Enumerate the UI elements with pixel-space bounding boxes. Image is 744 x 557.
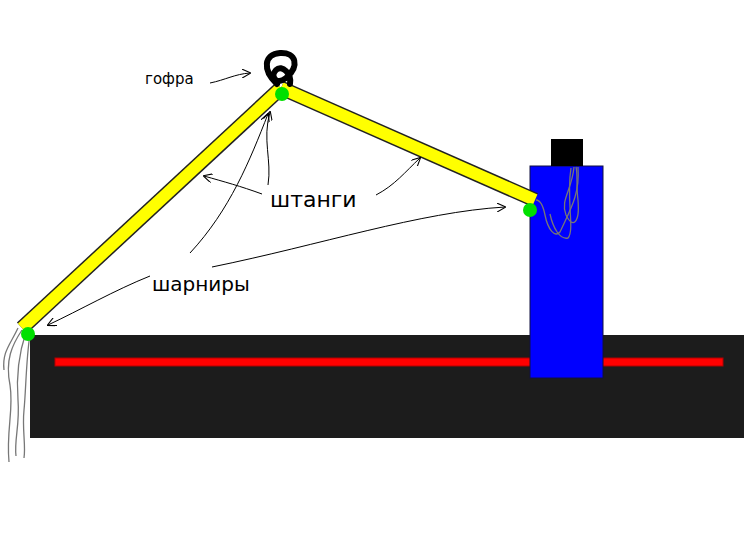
wires [536, 167, 578, 238]
wires [4, 328, 30, 462]
part-label: гофра [145, 71, 194, 88]
red-rail [55, 358, 723, 366]
part-label: шарниры [152, 273, 250, 295]
corrugated-hose [267, 53, 295, 84]
rods [22, 88, 535, 328]
leader-lines [48, 73, 505, 325]
blue-post [530, 166, 603, 378]
base-slab [30, 335, 744, 438]
post-cap [551, 139, 583, 166]
hinges [21, 87, 537, 341]
part-label: штанги [270, 188, 357, 212]
